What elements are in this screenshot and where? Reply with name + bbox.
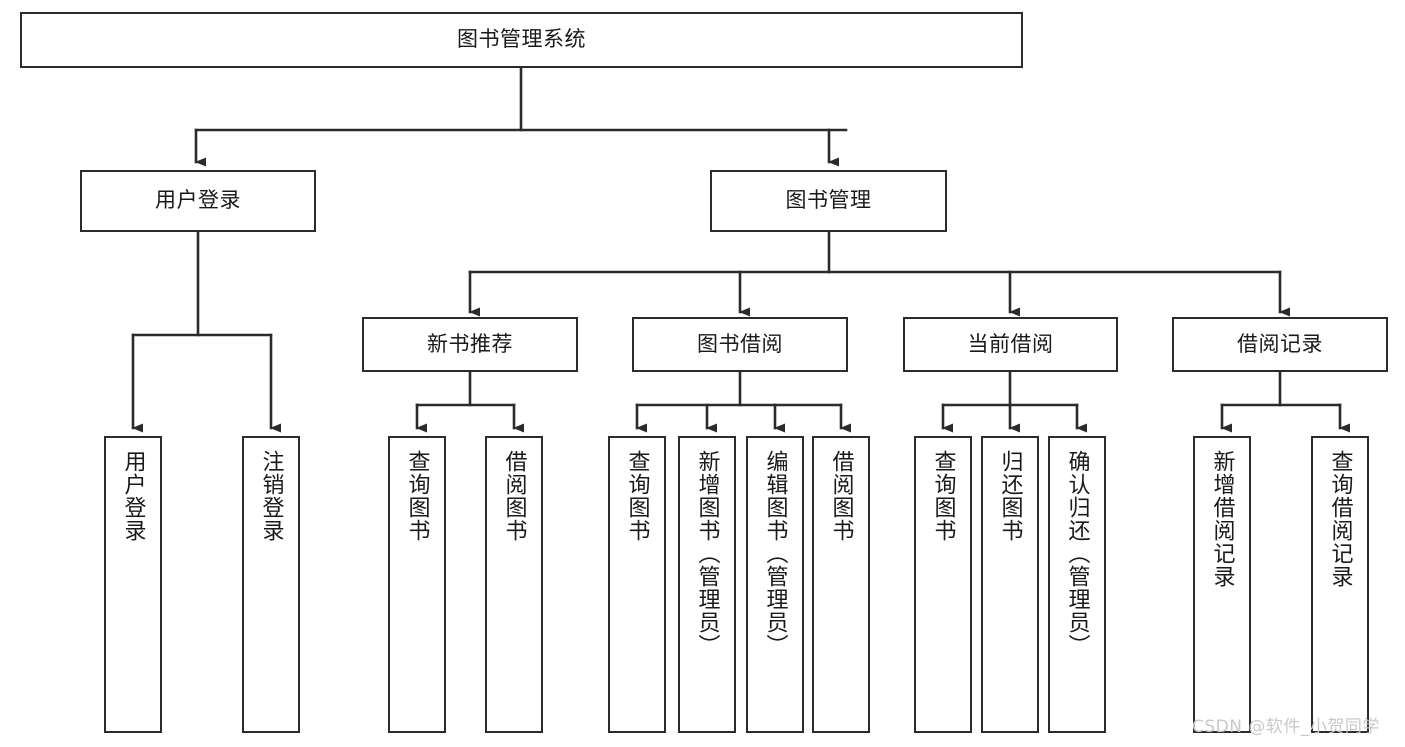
node-current-borrow[interactable]: 当前借阅 — [903, 317, 1118, 372]
node-label: 图书管理 — [785, 188, 872, 213]
node-label: 用户登录 — [120, 450, 146, 542]
node-label: 确认归还（管理员） — [1064, 450, 1090, 657]
node-borrow-record[interactable]: 借阅记录 — [1172, 317, 1388, 372]
node-book-borrow[interactable]: 图书借阅 — [632, 317, 848, 372]
node-leaf-add-record[interactable]: 新增借阅记录 — [1193, 436, 1251, 733]
node-root-system[interactable]: 图书管理系统 — [20, 12, 1023, 68]
node-user-login[interactable]: 用户登录 — [80, 170, 316, 232]
node-leaf-user-logout[interactable]: 注销登录 — [242, 436, 300, 733]
node-leaf-return-book[interactable]: 归还图书 — [981, 436, 1039, 733]
node-leaf-query-book-3[interactable]: 查询图书 — [914, 436, 972, 733]
node-leaf-confirm-return[interactable]: 确认归还（管理员） — [1048, 436, 1106, 733]
node-label: 借阅图书 — [828, 450, 854, 542]
node-label: 借阅记录 — [1237, 331, 1323, 356]
node-label: 注销登录 — [258, 450, 284, 542]
node-leaf-query-book-1[interactable]: 查询图书 — [388, 436, 446, 733]
node-label: 当前借阅 — [967, 331, 1054, 356]
node-leaf-edit-book[interactable]: 编辑图书（管理员） — [746, 436, 804, 733]
node-leaf-query-book-2[interactable]: 查询图书 — [608, 436, 666, 733]
node-label: 用户登录 — [155, 188, 241, 213]
node-leaf-borrow-book-2[interactable]: 借阅图书 — [812, 436, 870, 733]
node-label: 归还图书 — [997, 450, 1023, 542]
node-label: 新增图书（管理员） — [694, 450, 720, 657]
node-label: 图书借阅 — [697, 331, 783, 356]
node-leaf-user-login[interactable]: 用户登录 — [104, 436, 162, 733]
node-book-management[interactable]: 图书管理 — [710, 170, 947, 232]
node-leaf-add-book[interactable]: 新增图书（管理员） — [678, 436, 736, 733]
node-label: 查询借阅记录 — [1327, 450, 1353, 588]
node-label: 新书推荐 — [427, 331, 513, 356]
node-label: 查询图书 — [930, 450, 956, 542]
node-new-book-recommend[interactable]: 新书推荐 — [362, 317, 578, 372]
node-label: 查询图书 — [624, 450, 650, 542]
csdn-watermark: CSDN @软件_小贺同学 — [1192, 717, 1380, 737]
node-label: 新增借阅记录 — [1209, 450, 1235, 588]
node-leaf-borrow-book-1[interactable]: 借阅图书 — [485, 436, 543, 733]
node-label: 图书管理系统 — [457, 27, 586, 52]
node-leaf-query-record[interactable]: 查询借阅记录 — [1311, 436, 1369, 733]
node-label: 查询图书 — [404, 450, 430, 542]
node-label: 编辑图书（管理员） — [762, 450, 788, 657]
node-label: 借阅图书 — [501, 450, 527, 542]
